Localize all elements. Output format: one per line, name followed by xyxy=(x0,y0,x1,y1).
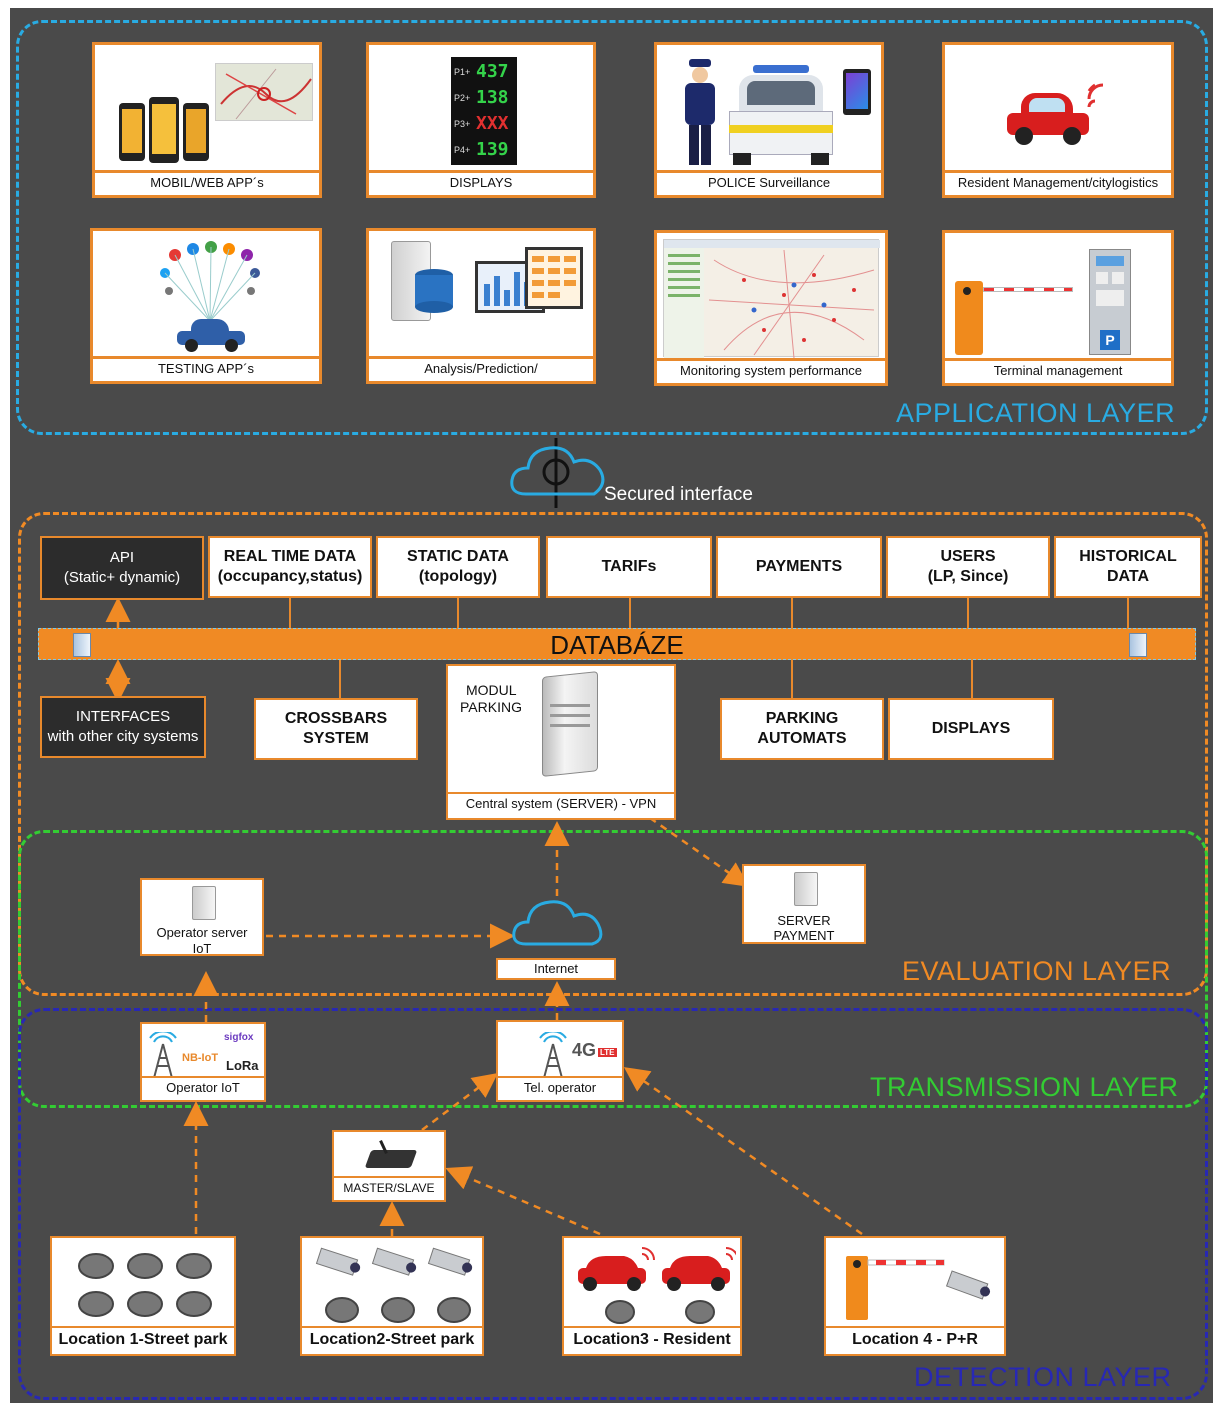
red-car-icon xyxy=(1005,87,1091,147)
app-card-police: POLICE Surveillance xyxy=(654,42,884,198)
interfaces-box: INTERFACES with other city systems xyxy=(40,696,206,758)
modul-parking-server: MODUL PARKING Central system (SERVER) - … xyxy=(446,664,676,820)
4g-logo: 4G xyxy=(572,1040,597,1060)
city-map-icon xyxy=(215,63,313,121)
secure-cloud-icon xyxy=(508,436,608,502)
server-payment: SERVER PAYMENT xyxy=(742,864,866,944)
ground-sensors-icon xyxy=(70,1248,220,1322)
app-card-caption: Monitoring system performance xyxy=(657,358,885,383)
internet-box: Internet xyxy=(496,958,616,980)
location-label: Location2-Street park xyxy=(302,1326,482,1352)
database-bar: DATABÁZE xyxy=(38,628,1196,660)
application-layer-frame xyxy=(16,20,1208,435)
app-card-analysis: Analysis/Prediction/ xyxy=(366,228,596,384)
operator-server-iot: Operator server IoT xyxy=(140,878,264,956)
displays-box: DISPLAYS xyxy=(888,698,1054,760)
evaluation-layer-label: EVALUATION LAYER xyxy=(902,956,1172,986)
gateway-device-icon xyxy=(364,1140,418,1170)
app-card-mobile-web: MOBIL/WEB APP´s xyxy=(92,42,322,198)
detection-layer-frame xyxy=(18,1008,1208,1400)
server-tower-icon xyxy=(532,671,602,778)
header-payments: PAYMENTS xyxy=(716,536,882,598)
master-slave-caption: MASTER/SLAVE xyxy=(334,1176,444,1200)
analytics-monitors-icon xyxy=(475,247,585,331)
operator-iot-caption: Operator IoT xyxy=(142,1076,264,1100)
location-3-card: Location3 - Resident xyxy=(562,1236,742,1356)
monitoring-map-screenshot xyxy=(663,239,880,358)
app-card-caption: POLICE Surveillance xyxy=(657,170,881,195)
location-1-card: Location 1-Street park xyxy=(50,1236,236,1356)
modul-label: MODUL xyxy=(466,682,517,698)
app-card-caption: TESTING APP´s xyxy=(93,356,319,381)
sigfox-logo: sigfox xyxy=(224,1032,254,1043)
server-icon xyxy=(73,633,91,657)
lora-logo: LoRa xyxy=(226,1058,259,1073)
app-card-displays: P1+437 P2+138 P3+XXX P4+139 DISPLAYS xyxy=(366,42,596,198)
tel-operator: 4G LTE Tel. operator xyxy=(496,1020,624,1102)
parking-ticket-machine-icon: P xyxy=(1089,249,1131,355)
app-card-testing: TESTING APP´s xyxy=(90,228,322,384)
antenna-tower-icon xyxy=(148,1032,178,1078)
tel-operator-caption: Tel. operator xyxy=(498,1076,622,1100)
server-icon xyxy=(1129,633,1147,657)
wireless-signal-icon xyxy=(1085,81,1115,111)
header-static-data: STATIC DATA(topology) xyxy=(376,536,540,598)
diagram-canvas: APPLICATION LAYER EVALUATION LAYER TRANS… xyxy=(10,8,1213,1403)
api-box: API (Static+ dynamic) xyxy=(40,536,204,600)
app-card-resident: Resident Management/citylogistics xyxy=(942,42,1174,198)
app-card-caption: MOBIL/WEB APP´s xyxy=(95,170,319,195)
database-label: DATABÁZE xyxy=(550,630,684,660)
social-media-icons-cloud xyxy=(155,241,265,321)
internet-cloud-icon xyxy=(510,894,606,948)
tablet-icon xyxy=(843,69,871,115)
barrier-gate-icon xyxy=(955,267,1075,357)
secured-interface-label: Secured interface xyxy=(604,484,753,505)
location-label: Location 4 - P+R xyxy=(826,1326,1004,1352)
cameras-and-sensors-icon xyxy=(312,1242,476,1328)
master-slave-gateway: MASTER/SLAVE xyxy=(332,1130,446,1202)
app-card-caption: DISPLAYS xyxy=(369,170,593,195)
location-label: Location 1-Street park xyxy=(52,1326,234,1352)
location-label: Location3 - Resident xyxy=(564,1326,740,1352)
police-officer-icon xyxy=(683,59,717,169)
nbiot-logo: NB-IoT xyxy=(182,1052,219,1064)
central-system-caption: Central system (SERVER) - VPN xyxy=(448,792,674,818)
header-real-time-data: REAL TIME DATA(occupancy,status) xyxy=(208,536,372,598)
police-car-icon xyxy=(727,65,835,165)
application-layer-label: APPLICATION LAYER xyxy=(896,398,1176,428)
detection-layer-label: DETECTION LAYER xyxy=(914,1362,1172,1392)
transmission-layer-label: TRANSMISSION LAYER xyxy=(870,1072,1179,1102)
resident-cars-icon xyxy=(572,1246,736,1328)
evaluation-layer-frame xyxy=(18,512,1208,996)
location-2-card: Location2-Street park xyxy=(300,1236,484,1356)
app-card-caption: Resident Management/citylogistics xyxy=(945,170,1171,195)
transmission-layer-frame xyxy=(18,830,1208,1108)
antenna-tower-icon xyxy=(538,1032,568,1078)
header-users: USERS(LP, Since) xyxy=(886,536,1050,598)
server-icon xyxy=(794,872,818,906)
barrier-and-camera-icon xyxy=(840,1246,992,1326)
app-card-terminal: P Terminal management xyxy=(942,230,1174,386)
app-card-caption: Analysis/Prediction/ xyxy=(369,356,593,381)
parking-label: PARKING xyxy=(460,699,522,715)
server-database-icon xyxy=(391,241,455,325)
app-card-monitoring: Monitoring system performance xyxy=(654,230,888,386)
connections-layer xyxy=(105,438,1129,1236)
location-4-card: Location 4 - P+R xyxy=(824,1236,1006,1356)
smartphones-icon xyxy=(119,97,211,163)
app-card-caption: Terminal management xyxy=(945,358,1171,383)
server-icon xyxy=(192,886,216,920)
operator-iot: NB-IoT sigfox LoRa Operator IoT xyxy=(140,1022,266,1102)
parking-display-board-icon: P1+437 P2+138 P3+XXX P4+139 xyxy=(451,57,517,165)
header-tarifs: TARIFs xyxy=(546,536,712,598)
lte-logo: LTE xyxy=(598,1048,617,1057)
blue-car-icon xyxy=(175,319,247,353)
